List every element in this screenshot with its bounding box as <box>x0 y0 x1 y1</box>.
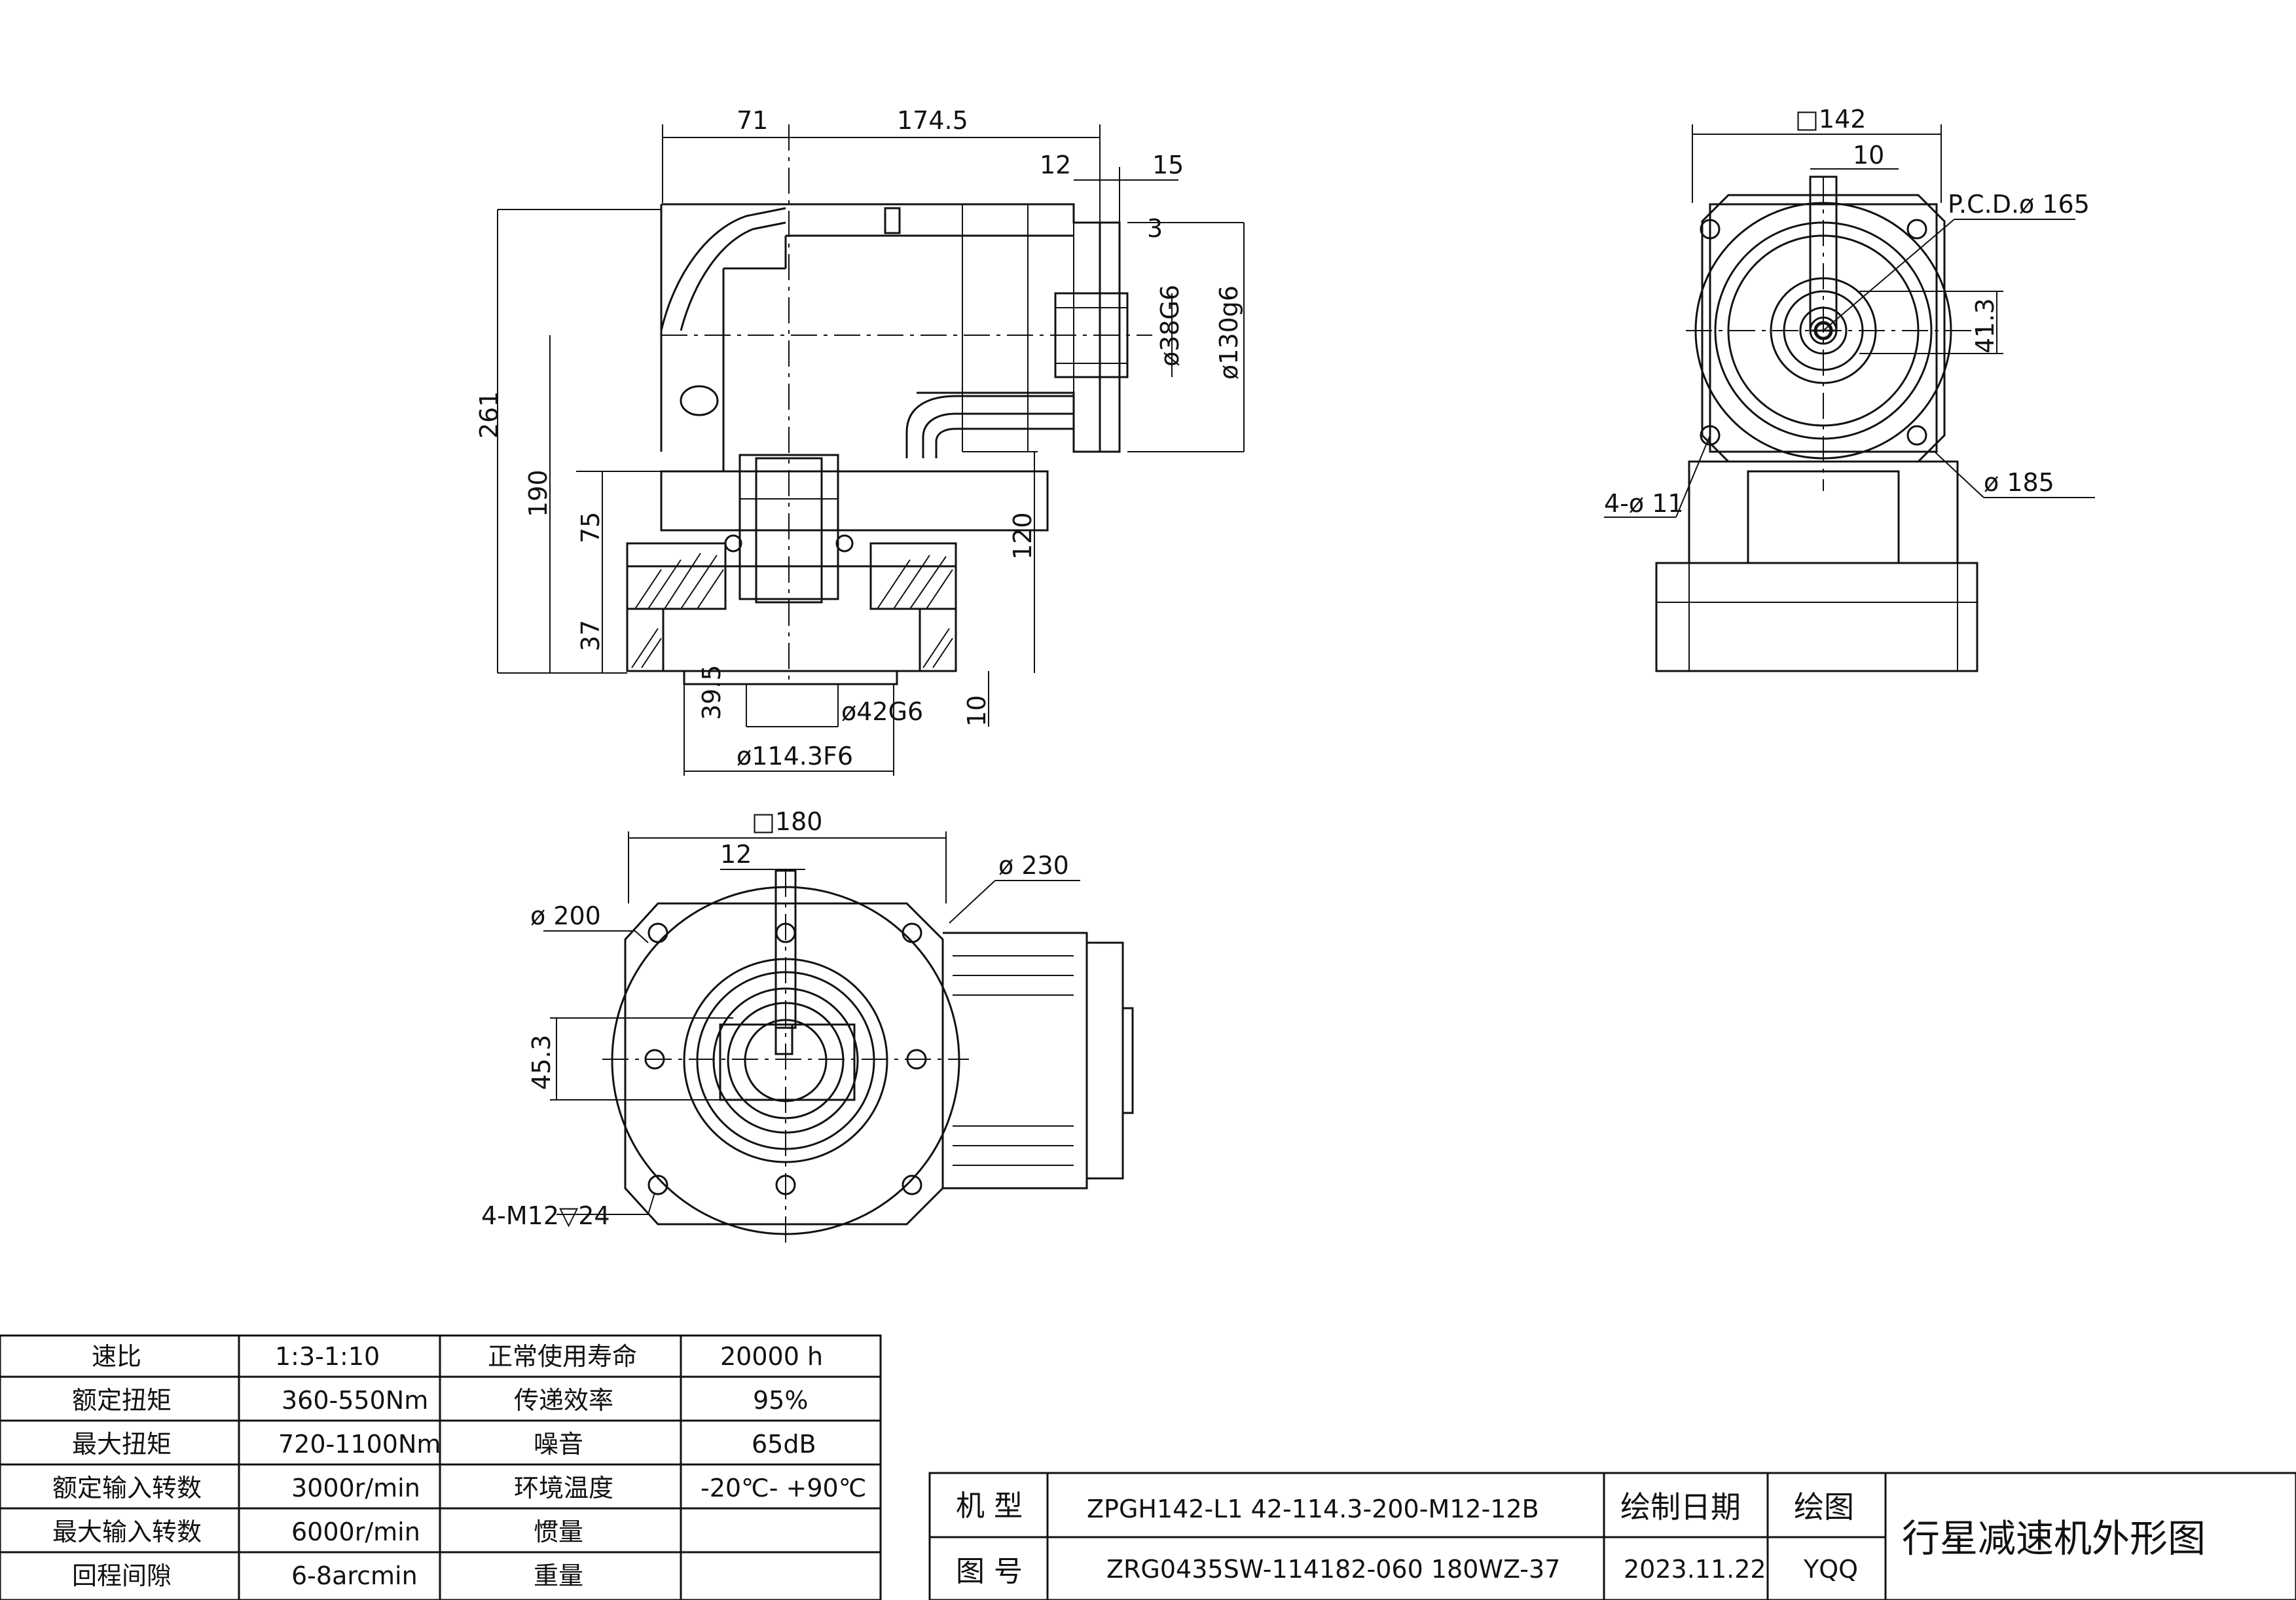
title-draw-date-label: 绘制日期 <box>1620 1489 1741 1525</box>
dim-3: 3 <box>1147 214 1163 243</box>
dim-m12-thread: 4-M12▽24 <box>481 1201 610 1230</box>
dim-190: 190 <box>524 469 553 517</box>
spec-label-ambient-temp: 环境温度 <box>514 1474 613 1502</box>
specs-table: 速比 1:3-1:10 正常使用寿命 20000 h 额定扭矩 360-550N… <box>0 1334 882 1600</box>
spec-label-weight: 重量 <box>534 1561 583 1590</box>
dim-130g6: ø130g6 <box>1214 285 1243 380</box>
title-drawer-value: YQQ <box>1803 1555 1858 1584</box>
spec-label-ratio: 速比 <box>92 1342 141 1371</box>
title-model-value: ZPGH142-L1 42-114.3-200-M12-12B <box>1087 1495 1539 1523</box>
dim-10: 10 <box>962 695 991 727</box>
dim-230: ø 230 <box>998 851 1069 880</box>
title-block: 机 型 ZPGH142-L1 42-114.3-200-M12-12B 图 号 … <box>928 1472 2296 1600</box>
spec-label-efficiency: 传递效率 <box>514 1386 613 1415</box>
dim-261: 261 <box>475 391 503 439</box>
spec-value-noise: 65dB <box>752 1430 816 1459</box>
dim-75: 75 <box>576 512 605 543</box>
spec-value-max-input-speed: 6000r/min <box>291 1518 420 1546</box>
spec-value-rated-input-speed: 3000r/min <box>291 1474 420 1502</box>
title-drawing-no-value: ZRG0435SW-114182-060 180WZ-37 <box>1106 1555 1560 1584</box>
spec-label-max-torque: 最大扭矩 <box>72 1430 172 1459</box>
title-drawer-label: 绘图 <box>1794 1489 1854 1525</box>
spec-label-rated-torque: 额定扭矩 <box>72 1386 172 1415</box>
side-view-dimensions <box>497 124 1245 776</box>
spec-label-backlash: 回程间隙 <box>72 1561 172 1590</box>
dim-38g6: ø38G6 <box>1156 285 1184 367</box>
title-draw-date-value: 2023.11.22 <box>1624 1555 1766 1584</box>
title-model-label: 机 型 <box>956 1489 1023 1523</box>
dim-4-11: 4-ø 11 <box>1604 489 1684 518</box>
spec-value-max-torque: 720-1100Nm <box>278 1430 441 1459</box>
dim-45-3: 45.3 <box>527 1034 556 1090</box>
spec-value-efficiency: 95% <box>753 1386 808 1415</box>
dim-39-5: 39.5 <box>697 664 726 720</box>
dim-41-3: 41.3 <box>1971 298 1999 354</box>
dim-sq142: □142 <box>1795 105 1866 134</box>
spec-value-ambient-temp: -20℃- +90℃ <box>701 1474 866 1502</box>
title-drawing-no-label: 图 号 <box>956 1555 1023 1588</box>
dim-pcd165: P.C.D.ø 165 <box>1948 190 2090 219</box>
dim-174-5: 174.5 <box>897 106 968 135</box>
side-view: 71 174.5 12 15 3 ø38G6 ø130g6 261 190 75… <box>475 106 1245 776</box>
dim-71: 71 <box>737 106 768 135</box>
flange-hatching <box>626 542 957 672</box>
input-end-view: □142 10 P.C.D.ø 165 41.3 ø 185 4-ø 11 <box>1604 105 2095 672</box>
dim-114-3f6: ø114.3F6 <box>737 742 853 771</box>
dim-42g6: ø42G6 <box>841 697 923 726</box>
spec-label-noise: 噪音 <box>534 1430 583 1459</box>
output-end-view: □180 12 ø 230 ø 200 45.3 4-M12▽24 <box>481 807 1134 1244</box>
spec-value-life: 20000 h <box>720 1342 823 1371</box>
dim-output-12: 12 <box>720 840 752 869</box>
dim-200: ø 200 <box>530 901 601 930</box>
dim-185: ø 185 <box>1984 468 2054 497</box>
spec-label-inertia: 惯量 <box>534 1518 583 1546</box>
dim-input-10: 10 <box>1853 141 1884 170</box>
spec-label-rated-input-speed: 额定输入转数 <box>52 1474 202 1502</box>
spec-label-life: 正常使用寿命 <box>488 1342 637 1371</box>
spec-value-ratio: 1:3-1:10 <box>275 1342 380 1371</box>
dim-15: 15 <box>1152 151 1184 179</box>
dim-12: 12 <box>1040 151 1071 179</box>
dim-sq180: □180 <box>752 807 822 836</box>
dim-37: 37 <box>576 620 605 651</box>
dim-120: 120 <box>1008 512 1037 560</box>
spec-value-rated-torque: 360-550Nm <box>282 1386 428 1415</box>
spec-label-max-input-speed: 最大输入转数 <box>52 1518 202 1546</box>
spec-value-backlash: 6-8arcmin <box>291 1561 418 1590</box>
drawing-title: 行星减速机外形图 <box>1902 1516 2206 1561</box>
